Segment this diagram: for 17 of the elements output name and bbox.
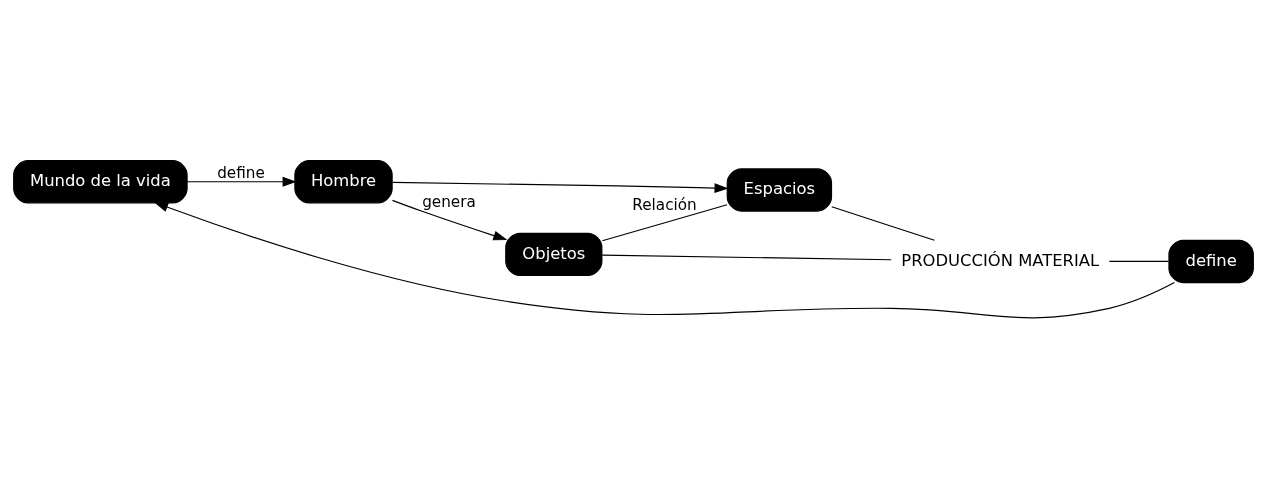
node-box: define bbox=[1168, 239, 1254, 283]
connector bbox=[1108, 260, 1170, 262]
arrow bbox=[154, 201, 1176, 318]
connector bbox=[831, 205, 936, 241]
edge-label: genera bbox=[422, 192, 476, 211]
edge-label: Relación bbox=[632, 195, 697, 214]
node-text: PRODUCCIÓN MATERIAL bbox=[901, 250, 1100, 270]
node-box: Mundo de la vida bbox=[13, 159, 188, 203]
arrow bbox=[392, 181, 729, 193]
node-box: Objetos bbox=[505, 232, 603, 276]
connector bbox=[601, 203, 728, 241]
node-box: Espacios bbox=[726, 167, 833, 212]
connector bbox=[601, 254, 892, 260]
node-box: Hombre bbox=[294, 159, 393, 203]
arrow bbox=[391, 199, 508, 240]
edge-label: define bbox=[217, 163, 265, 182]
arrow bbox=[186, 176, 297, 187]
